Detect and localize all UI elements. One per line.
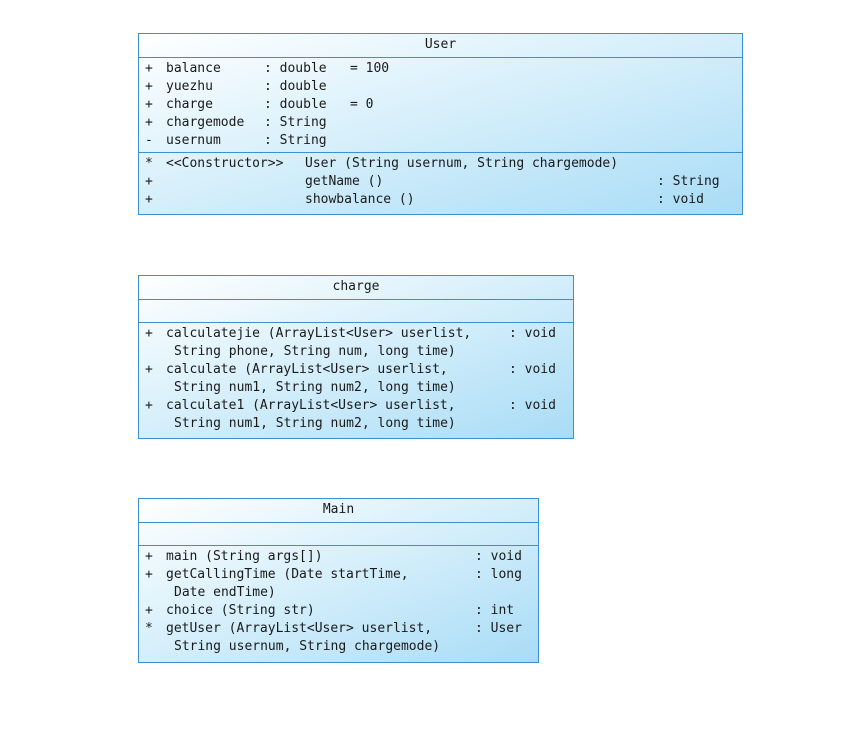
- operation-signature: calculatejie (ArrayList<User> userlist,: [166, 326, 472, 341]
- attribute-type: : double: [264, 97, 327, 112]
- operation-row: * <<Constructor>> User (String usernum, …: [139, 155, 742, 173]
- operation-signature: showbalance (): [305, 192, 415, 207]
- visibility-marker: -: [145, 133, 153, 148]
- operation-signature-continuation: String num1, String num2, long time): [174, 416, 456, 431]
- attribute-name: yuezhu: [166, 79, 213, 94]
- operation-signature: choice (String str): [166, 603, 315, 618]
- visibility-marker: *: [145, 621, 153, 636]
- stereotype-label: <<Constructor>>: [166, 156, 284, 171]
- attribute-default: = 0: [350, 97, 374, 112]
- operation-signature: getName (): [305, 174, 384, 189]
- attribute-type: : String: [264, 115, 327, 130]
- visibility-marker: +: [145, 61, 153, 76]
- class-name: Main: [139, 499, 538, 523]
- visibility-marker: +: [145, 192, 153, 207]
- attribute-type: : double: [264, 79, 327, 94]
- operation-return-type: : String: [657, 174, 720, 189]
- visibility-marker: +: [145, 97, 153, 112]
- attribute-row: + charge : double = 0: [139, 96, 742, 114]
- operation-signature: getCallingTime (Date startTime,: [166, 567, 409, 582]
- operation-signature: calculate1 (ArrayList<User> userlist,: [166, 398, 456, 413]
- attribute-name: balance: [166, 61, 221, 76]
- operations-section: + main (String args[]) : void + getCalli…: [139, 546, 538, 658]
- attribute-row: + balance : double = 100: [139, 60, 742, 78]
- operation-return-type: : void: [657, 192, 704, 207]
- operation-signature-continuation: String usernum, String chargemode): [174, 639, 441, 654]
- operation-row: * getUser (ArrayList<User> userlist, Str…: [139, 620, 538, 656]
- visibility-marker: +: [145, 115, 153, 130]
- visibility-marker: *: [145, 156, 153, 171]
- attribute-default: = 100: [350, 61, 390, 76]
- attribute-name: usernum: [166, 133, 221, 148]
- operation-signature-continuation: String phone, String num, long time): [174, 344, 456, 359]
- attribute-type: : double: [264, 61, 327, 76]
- operation-return-type: : long: [475, 567, 522, 582]
- class-name: User: [139, 34, 742, 58]
- visibility-marker: +: [145, 174, 153, 189]
- visibility-marker: +: [145, 362, 153, 377]
- attribute-row: + chargemode : String: [139, 114, 742, 132]
- visibility-marker: +: [145, 79, 153, 94]
- attribute-row: + yuezhu : double: [139, 78, 742, 96]
- operation-return-type: : void: [509, 398, 556, 413]
- class-user[interactable]: User + balance : double = 100 + yuezhu :…: [138, 33, 743, 215]
- attribute-type: : String: [264, 133, 327, 148]
- operations-section: + calculatejie (ArrayList<User> userlist…: [139, 323, 573, 435]
- operation-row: + showbalance () : void: [139, 191, 742, 209]
- attributes-section: [139, 523, 538, 546]
- operation-return-type: : void: [509, 362, 556, 377]
- class-name: charge: [139, 276, 573, 300]
- operation-row: + calculate1 (ArrayList<User> userlist, …: [139, 397, 573, 433]
- operation-return-type: : void: [475, 549, 522, 564]
- visibility-marker: +: [145, 567, 153, 582]
- operation-signature: calculate (ArrayList<User> userlist,: [166, 362, 448, 377]
- attribute-name: charge: [166, 97, 213, 112]
- operation-signature-continuation: Date endTime): [174, 585, 276, 600]
- operation-row: + getName () : String: [139, 173, 742, 191]
- class-main[interactable]: Main + main (String args[]) : void + get…: [138, 498, 539, 663]
- visibility-marker: +: [145, 398, 153, 413]
- operation-row: + getCallingTime (Date startTime, Date e…: [139, 566, 538, 602]
- attribute-row: - usernum : String: [139, 132, 742, 150]
- visibility-marker: +: [145, 326, 153, 341]
- attributes-section: + balance : double = 100 + yuezhu : doub…: [139, 58, 742, 153]
- operation-signature: User (String usernum, String chargemode): [305, 156, 619, 171]
- operation-return-type: : int: [475, 603, 515, 618]
- operations-section: * <<Constructor>> User (String usernum, …: [139, 153, 742, 211]
- operation-row: + calculatejie (ArrayList<User> userlist…: [139, 325, 573, 361]
- operation-signature: main (String args[]): [166, 549, 323, 564]
- operation-row: + main (String args[]) : void: [139, 548, 538, 566]
- operation-return-type: : void: [509, 326, 556, 341]
- operation-return-type: : User: [475, 621, 522, 636]
- class-charge[interactable]: charge + calculatejie (ArrayList<User> u…: [138, 275, 574, 439]
- attributes-section: [139, 300, 573, 323]
- operation-row: + calculate (ArrayList<User> userlist, S…: [139, 361, 573, 397]
- attribute-name: chargemode: [166, 115, 245, 130]
- operation-signature-continuation: String num1, String num2, long time): [174, 380, 456, 395]
- visibility-marker: +: [145, 603, 153, 618]
- operation-signature: getUser (ArrayList<User> userlist,: [166, 621, 433, 636]
- visibility-marker: +: [145, 549, 153, 564]
- operation-row: + choice (String str) : int: [139, 602, 538, 620]
